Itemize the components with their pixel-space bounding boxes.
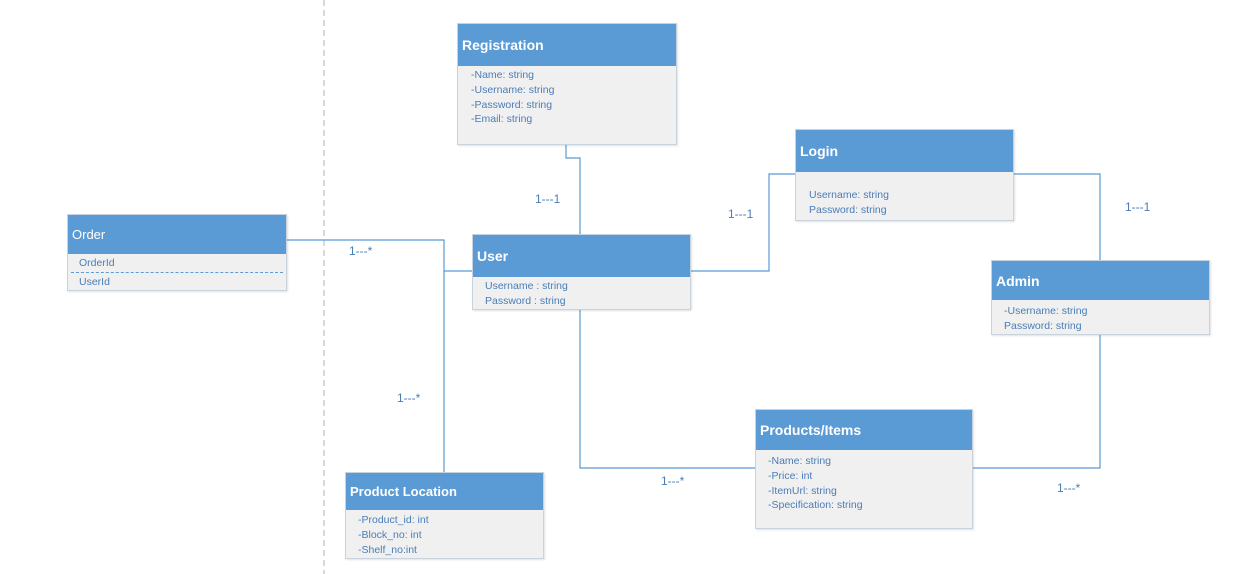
class-registration-attributes: -Name: string -Username: string -Passwor… bbox=[458, 66, 676, 127]
class-registration[interactable]: Registration -Name: string -Username: st… bbox=[457, 23, 677, 145]
attribute: -Username: string bbox=[471, 83, 555, 96]
connector-registration-user bbox=[565, 145, 581, 234]
class-order[interactable]: Order OrderId UserId bbox=[67, 214, 287, 291]
attribute: -Shelf_no:int bbox=[358, 543, 417, 556]
class-user-title: User bbox=[473, 235, 690, 277]
attribute: Password : string bbox=[485, 294, 566, 307]
multiplicity-login-admin: 1---1 bbox=[1125, 200, 1151, 214]
class-order-title: Order bbox=[68, 215, 286, 254]
class-admin-title: Admin bbox=[992, 261, 1209, 300]
attribute-divider bbox=[71, 272, 283, 273]
multiplicity-order-user: 1---* bbox=[349, 244, 373, 258]
class-user[interactable]: User Username : string Password : string bbox=[472, 234, 691, 310]
connector-login-admin bbox=[1014, 173, 1101, 260]
attribute: -Username: string bbox=[1004, 305, 1088, 317]
attribute: -Price: int bbox=[768, 469, 813, 482]
attribute: Username : string bbox=[485, 280, 568, 292]
class-admin[interactable]: Admin -Username: string Password: string bbox=[991, 260, 1210, 335]
class-products-items-title: Products/Items bbox=[756, 410, 972, 450]
multiplicity-admin-products: 1---* bbox=[1057, 481, 1081, 495]
attribute: -Block_no: int bbox=[358, 528, 422, 541]
attribute: Password: string bbox=[809, 203, 887, 216]
attribute: UserId bbox=[79, 276, 110, 288]
class-product-location[interactable]: Product Location -Product_id: int -Block… bbox=[345, 472, 544, 559]
class-registration-title: Registration bbox=[458, 24, 676, 66]
class-product-location-attributes: -Product_id: int -Block_no: int -Shelf_n… bbox=[346, 510, 543, 557]
class-products-items-attributes: -Name: string -Price: int -ItemUrl: stri… bbox=[756, 450, 972, 513]
class-admin-attributes: -Username: string Password: string bbox=[992, 300, 1209, 334]
attribute: Username: string bbox=[809, 189, 889, 201]
attribute: -Specification: string bbox=[768, 499, 863, 512]
attribute: -ItemUrl: string bbox=[768, 484, 837, 497]
connector-admin-products bbox=[973, 335, 1101, 469]
attribute: -Email: string bbox=[471, 113, 533, 126]
class-login-title: Login bbox=[796, 130, 1013, 172]
attribute: -Product_id: int bbox=[358, 514, 429, 526]
attribute: -Name: string bbox=[471, 69, 535, 81]
class-products-items[interactable]: Products/Items -Name: string -Price: int… bbox=[755, 409, 973, 529]
attribute: Password: string bbox=[1004, 319, 1082, 332]
attribute: OrderId bbox=[79, 257, 115, 269]
multiplicity-registration-user: 1---1 bbox=[535, 192, 561, 206]
class-login-attributes: Username: string Password: string bbox=[796, 172, 1013, 218]
class-user-attributes: Username : string Password : string bbox=[473, 277, 690, 309]
attribute: -Name: string bbox=[768, 455, 832, 467]
class-product-location-title: Product Location bbox=[346, 473, 543, 510]
connector-user-login bbox=[691, 173, 795, 272]
multiplicity-user-products: 1---* bbox=[661, 474, 685, 488]
connector-user-products bbox=[579, 310, 755, 469]
connector-order-user bbox=[287, 239, 472, 272]
multiplicity-user-login: 1---1 bbox=[728, 207, 754, 221]
attribute: -Password: string bbox=[471, 98, 553, 111]
multiplicity-user-location: 1---* bbox=[397, 391, 421, 405]
class-login[interactable]: Login Username: string Password: string bbox=[795, 129, 1014, 221]
